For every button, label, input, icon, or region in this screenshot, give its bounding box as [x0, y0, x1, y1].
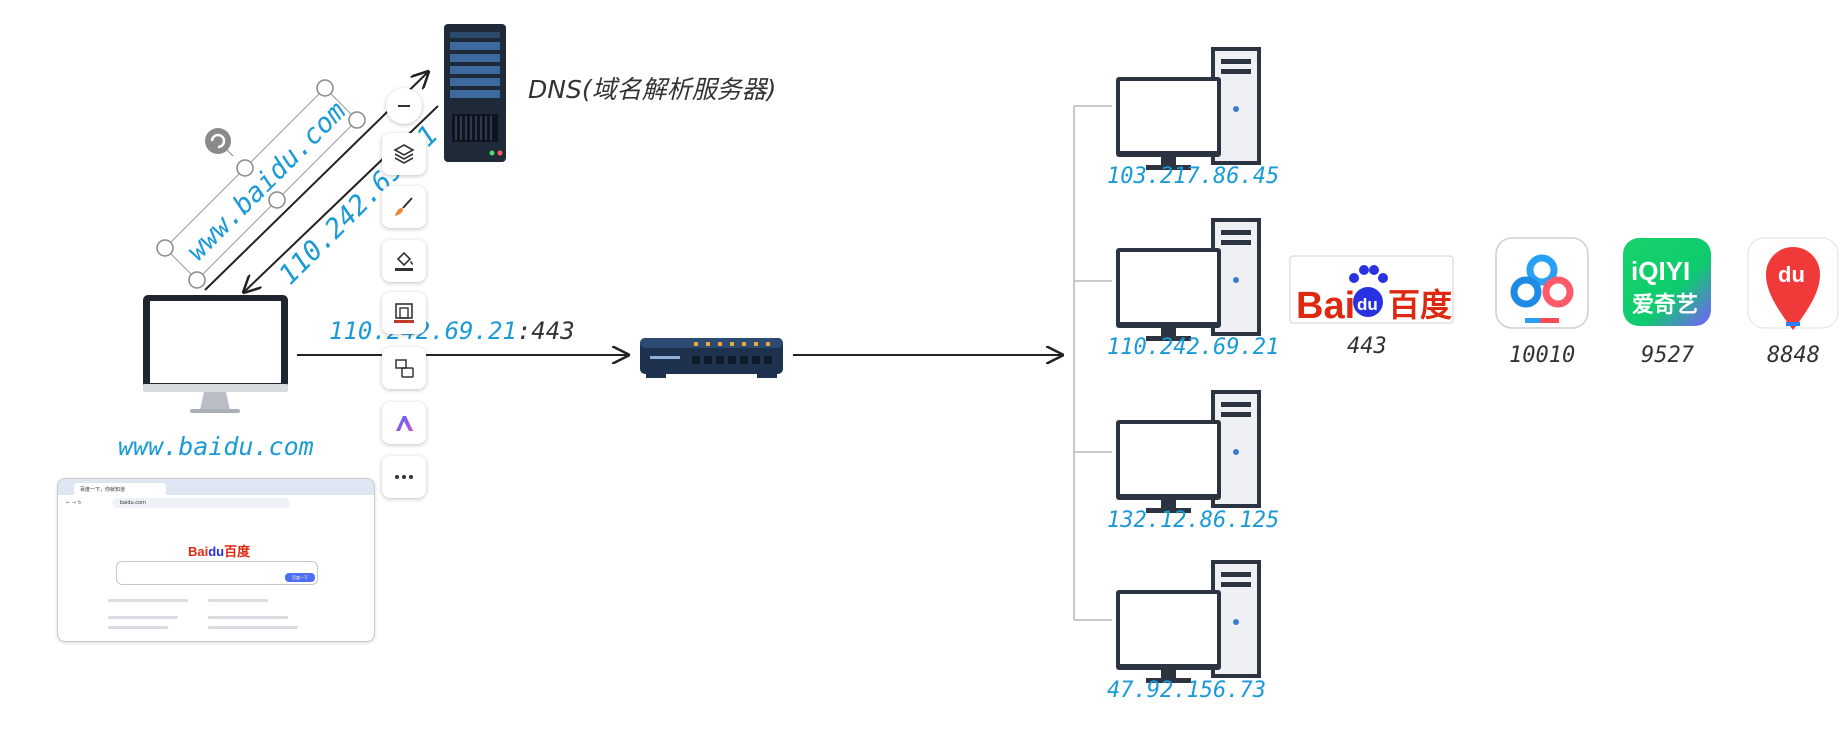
browser-tab-strip: 百度一下，你就知道: [58, 479, 374, 495]
connect-port: :443: [516, 317, 575, 345]
ai-icon: [396, 416, 413, 431]
toolbar-more-button[interactable]: [382, 456, 426, 498]
shape-icon: [395, 359, 414, 378]
map-port: 8848: [1767, 343, 1820, 368]
browser-content-line: [208, 616, 288, 619]
layers-icon: [393, 144, 415, 164]
selection-handles[interactable]: [156, 79, 366, 289]
toolbar-brush-button[interactable]: [382, 186, 426, 228]
baidu-port: 443: [1347, 334, 1387, 359]
toolbar-minus-button[interactable]: [386, 88, 422, 124]
toolbar-shape-button[interactable]: [382, 347, 426, 389]
connect-address: 110.242.69.21:443: [329, 317, 575, 345]
dns-label: DNS(域名解析服务器): [528, 75, 777, 104]
baidu-netdisk-logo: [1495, 237, 1589, 329]
more-icon: [395, 475, 413, 479]
server-1-icon: [1116, 47, 1261, 170]
svg-text:爱奇艺: 爱奇艺: [1632, 292, 1698, 318]
browser-content-line: [208, 599, 268, 602]
browser-content-line: [108, 599, 188, 602]
browser-tab: 百度一下，你就知道: [74, 483, 166, 495]
minus-icon: [398, 105, 410, 107]
server-2-ip: 110.242.69.21: [1107, 335, 1280, 360]
browser-logo-bai: Bai: [188, 544, 209, 559]
fill-icon: [395, 251, 414, 271]
server-4-ip: 47.92.156.73: [1107, 678, 1266, 703]
toolbar-frame-button[interactable]: [382, 292, 426, 334]
iqiyi-logo: iQIYI 爱奇艺: [1623, 238, 1711, 326]
browser-content-line: [108, 626, 168, 629]
dns-server-icon: [444, 24, 506, 162]
browser-baidu-logo: Baidu百度: [188, 541, 250, 560]
frame-icon: [394, 303, 414, 323]
server-bracket: [1073, 105, 1112, 621]
svg-text:du: du: [1778, 262, 1805, 287]
server-1-ip: 103.217.86.45: [1107, 164, 1280, 189]
iqiyi-port: 9527: [1641, 343, 1694, 368]
server-3-icon: [1116, 390, 1261, 513]
svg-text:iQIYI: iQIYI: [1631, 256, 1690, 286]
browser-logo-cn: 百度: [224, 544, 251, 559]
baidu-map-logo: du: [1747, 237, 1839, 330]
browser-tab-title: 百度一下，你就知道: [80, 486, 126, 493]
browser-screenshot: 百度一下，你就知道 ← → ↻ baidu.com Baidu百度 百度一下: [57, 478, 375, 642]
server-3-ip: 132.12.86.125: [1107, 508, 1280, 533]
toolbar-fill-button[interactable]: [382, 240, 426, 282]
browser-search-button: 百度一下: [285, 573, 315, 582]
baidu-logo: Bai du 百度: [1289, 255, 1454, 327]
client-domain-label: www.baidu.com: [118, 432, 314, 461]
toolbar-layers-button[interactable]: [382, 133, 426, 175]
browser-toolbar: ← → ↻ baidu.com: [58, 495, 374, 511]
svg-text:du: du: [1357, 295, 1378, 314]
browser-content-line: [208, 626, 298, 629]
browser-search-box: 百度一下: [116, 561, 318, 585]
client-monitor-icon: [143, 295, 288, 413]
router-icon: [640, 338, 783, 378]
brush-icon: [395, 197, 413, 216]
rotate-handle-icon: [205, 128, 231, 154]
svg-text:百度: 百度: [1388, 286, 1452, 324]
browser-url: baidu.com: [119, 500, 146, 506]
server-4-icon: [1116, 560, 1261, 683]
netdisk-port: 10010: [1509, 343, 1576, 368]
browser-url-bar: baidu.com: [111, 498, 290, 508]
toolbar-ai-button[interactable]: [382, 402, 426, 444]
browser-logo-du: du: [208, 544, 225, 559]
server-2-icon: [1116, 218, 1261, 341]
svg-text:Bai: Bai: [1296, 285, 1355, 327]
browser-content-line: [108, 616, 178, 619]
